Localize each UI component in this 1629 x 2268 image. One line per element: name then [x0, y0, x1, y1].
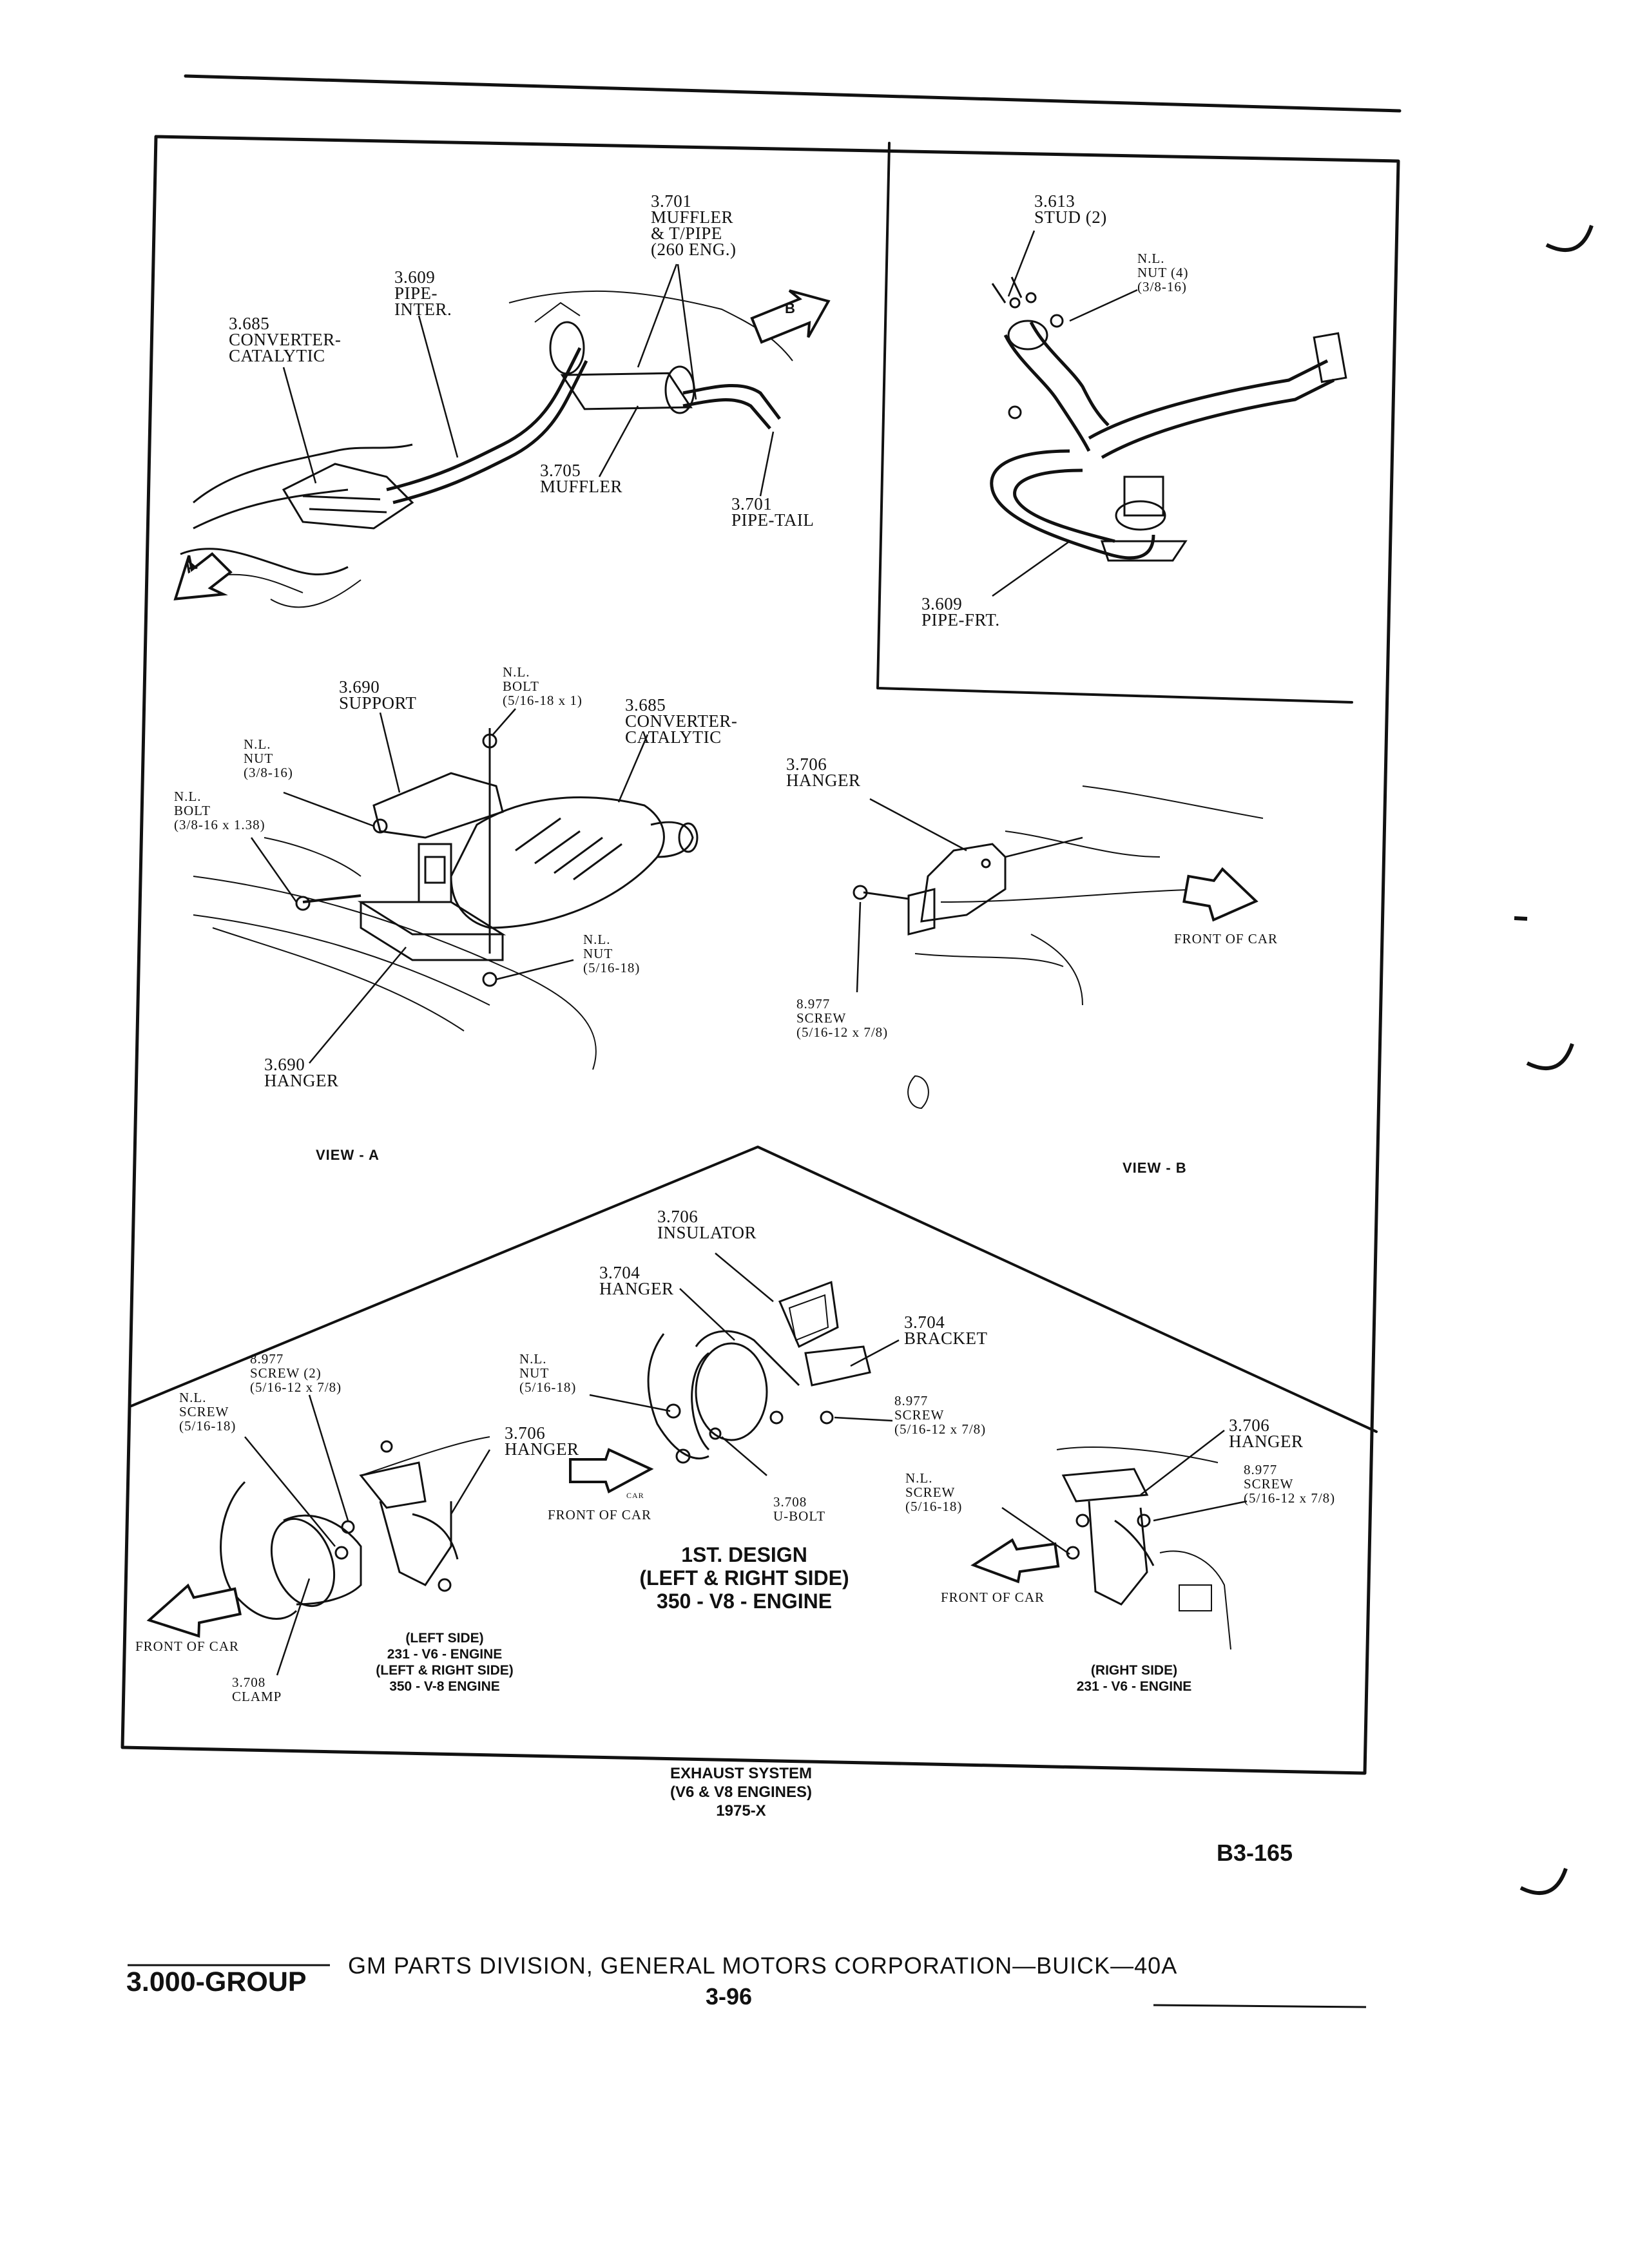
inset-frame [876, 142, 1353, 704]
left-side-caption: (LEFT SIDE) 231 - V6 - ENGINE (LEFT & RI… [376, 1631, 514, 1694]
label-screw2-left: 8.977 SCREW (2) (5/16-12 x 7/8) [250, 1351, 342, 1395]
label-pipe-tail: 3.701 PIPE-TAIL [731, 494, 815, 530]
right-side-caption: (RIGHT SIDE) 231 - V6 - ENGINE [1076, 1663, 1192, 1694]
first-design-caption: 1ST. DESIGN (LEFT & RIGHT SIDE) 350 - V8… [639, 1543, 849, 1613]
converter-body [282, 463, 414, 530]
label-hanger-left: 3.706 HANGER [505, 1423, 579, 1459]
top-rule [184, 74, 1402, 113]
label-front-of-car-view-b: FRONT OF CAR [1174, 931, 1278, 947]
label-screw-center: 8.977 SCREW (5/16-12 x 7/8) [894, 1393, 987, 1437]
front-pipe-leaders [992, 230, 1138, 597]
label-clamp: 3.708 CLAMP [232, 1675, 282, 1704]
left-side-drawing [220, 1436, 490, 1620]
label-support: 3.690 SUPPORT [339, 677, 417, 713]
first-design-drawing [647, 1280, 871, 1464]
footer-rules [128, 1964, 1367, 2008]
view-a-drawing [193, 728, 699, 1070]
view-a-title: VIEW - A [316, 1147, 380, 1163]
label-converter-view-a: 3.685 CONVERTER- CATALYTIC [625, 695, 738, 747]
front-of-car-arrow-icon [1182, 867, 1258, 922]
right-side-leaders [1001, 1430, 1248, 1555]
view-a-converter [450, 796, 665, 929]
label-stud: 3.613 STUD (2) [1034, 191, 1107, 227]
label-bolt-top: N.L. BOLT (5/16-18 x 1) [503, 664, 583, 708]
label-screw-view-b: 8.977 SCREW (5/16-12 x 7/8) [796, 996, 889, 1040]
label-hanger-top: 3.704 HANGER [599, 1263, 674, 1298]
right-side-drawing [1056, 1446, 1231, 1650]
view-b-title: VIEW - B [1123, 1160, 1187, 1176]
footer-group: 3.000-GROUP [126, 1966, 307, 1997]
front-of-car-center-arrow-icon [569, 1448, 654, 1494]
binding-marks [1514, 225, 1594, 1896]
label-hanger-view-b: 3.706 HANGER [786, 754, 861, 790]
muffler-body [560, 372, 693, 410]
label-pipe-inter: 3.609 PIPE- INTER. [394, 267, 452, 319]
view-b-leaders [856, 798, 1083, 993]
arrow-b-label: B [785, 300, 796, 316]
label-converter: 3.685 CONVERTER- CATALYTIC [229, 314, 342, 365]
label-insulator: 3.706 INSULATOR [657, 1207, 757, 1242]
main-frame [120, 135, 1400, 1775]
label-nut-inset: N.L. NUT (4) (3/8-16) [1137, 251, 1189, 294]
front-of-car-right-arrow-icon [970, 1538, 1060, 1584]
view-b-drawing [853, 785, 1264, 1110]
label-front-of-car-center: FRONT OF CAR [548, 1507, 651, 1523]
left-side-leaders [244, 1394, 491, 1676]
label-front-of-car-left: FRONT OF CAR [135, 1639, 239, 1654]
label-nut-left: N.L. NUT (3/8-16) [244, 736, 293, 780]
page-code: B3-165 [1217, 1840, 1293, 1866]
label-screw-right-b: N.L. SCREW (5/16-18) [905, 1470, 963, 1514]
arrow-a-icon [173, 552, 233, 601]
footer-division: GM PARTS DIVISION, GENERAL MOTORS CORPOR… [348, 1952, 1178, 1979]
label-car-stub: CAR [626, 1491, 644, 1500]
label-bolt-left: N.L. BOLT (3/8-16 x 1.38) [174, 789, 265, 832]
label-hanger-right: 3.706 HANGER [1229, 1416, 1304, 1451]
label-screw-right-a: 8.977 SCREW (5/16-12 x 7/8) [1244, 1462, 1336, 1506]
diagram-caption: EXHAUST SYSTEM (V6 & V8 ENGINES) 1975-X [670, 1765, 813, 1820]
label-muffler-tpipe: 3.701 MUFFLER & T/PIPE (260 ENG.) [651, 191, 737, 259]
label-nut-bottom: N.L. NUT (5/16-18) [583, 932, 641, 975]
label-muffler: 3.705 MUFFLER [540, 461, 623, 496]
view-a-leaders [250, 708, 649, 1064]
label-hanger-view-a: 3.690 HANGER [264, 1055, 339, 1090]
label-nut-center: N.L. NUT (5/16-18) [519, 1351, 577, 1395]
label-pipe-frt: 3.609 PIPE-FRT. [921, 594, 1000, 629]
label-front-of-car-right: FRONT OF CAR [941, 1590, 1045, 1605]
overview-leaders [282, 264, 775, 497]
lower-divider [130, 1146, 1378, 1433]
footer-page-number: 3-96 [706, 1983, 753, 2010]
arrow-b-icon [750, 289, 831, 344]
label-ubolt: 3.708 U-BOLT [773, 1494, 826, 1524]
front-of-car-left-arrow-icon [146, 1583, 242, 1638]
overview-drawing [180, 290, 793, 608]
label-bracket: 3.704 BRACKET [904, 1312, 988, 1348]
first-design-leaders [589, 1253, 900, 1476]
front-pipe-drawing [990, 276, 1347, 562]
label-screw-left: N.L. SCREW (5/16-18) [179, 1390, 236, 1434]
